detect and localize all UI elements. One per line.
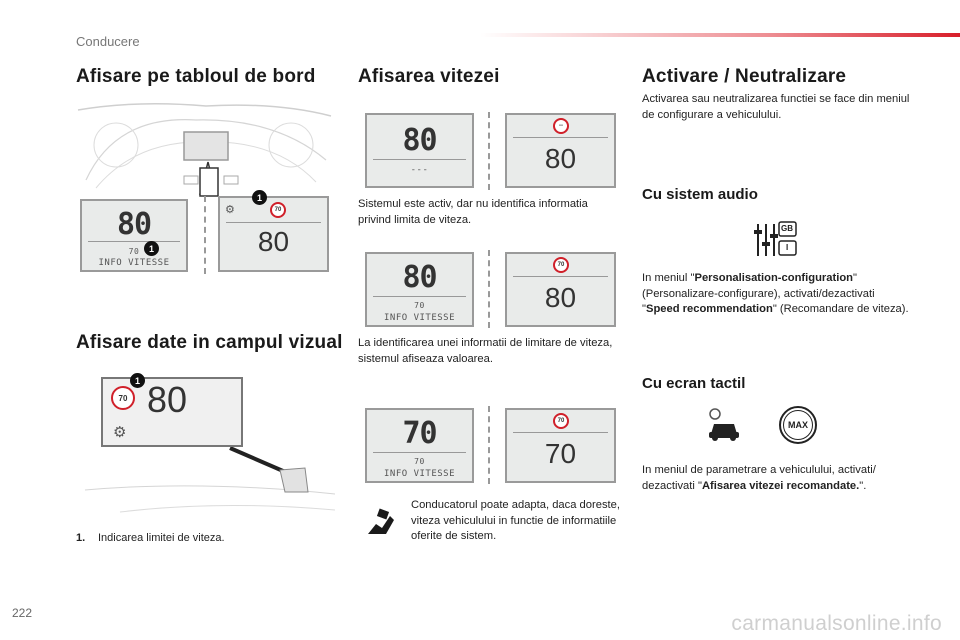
- hud-speed: 80: [147, 379, 188, 420]
- audio-icon-gb-label: GB: [781, 224, 793, 233]
- audio-menu-name: Personalisation-configuration: [694, 272, 853, 284]
- touch-option-name: Afisarea vitezei recomandate.: [701, 479, 860, 492]
- header-accent-bar: [480, 33, 960, 37]
- lcd-divider: [513, 276, 608, 277]
- speedometer-icon: ⚙: [225, 204, 235, 216]
- title-touch-screen: Cu ecran tactil: [642, 375, 746, 392]
- lcd-info-text: INFO VITESSE: [98, 258, 170, 268]
- driver-advice-icon: [364, 508, 400, 545]
- lcd-speed-right: 80: [257, 226, 290, 257]
- legend-text: Indicarea limitei de viteza.: [98, 532, 225, 544]
- audio-post: " (Recomandare de viteza).: [772, 303, 909, 315]
- hud-limit-sign: 70: [111, 386, 135, 410]
- title-hud-display: Afisare date in campul vizual: [76, 332, 343, 353]
- pair3-right-speed: 70: [544, 438, 577, 469]
- text-system-active: Sistemul este activ, dar nu identifica i…: [358, 198, 588, 226]
- text-limit-identified: La identificarea unei informatii de limi…: [358, 337, 613, 365]
- title-speed-display: Afisarea vitezei: [358, 66, 500, 87]
- lcd-limit: 70: [128, 247, 140, 256]
- legend-number: 1.: [76, 532, 86, 544]
- pair2-left-limit: 70: [414, 301, 425, 310]
- lcd-divider: [226, 222, 321, 223]
- pair3-sign: 70: [553, 413, 569, 429]
- pair1-right-lcd: -- 80: [505, 113, 616, 188]
- text-touch-instructions: In meniul de parametrare a vehiculului, …: [642, 463, 910, 494]
- audio-icon-i-label: I: [786, 243, 789, 252]
- page-number: 222: [12, 606, 33, 620]
- section-header: Conducere: [76, 34, 140, 49]
- title-audio-system: Cu sistem audio: [642, 186, 758, 203]
- pair2-left-speed: 80: [402, 260, 437, 295]
- callout-badge: 1: [144, 241, 159, 256]
- pair2-left-info: INFO VITESSE: [383, 313, 456, 323]
- text-audio-instructions: In meniul "Personalisation-configuration…: [642, 271, 910, 318]
- pair2-right-speed: 80: [544, 282, 577, 313]
- lcd-speed: 80: [116, 207, 152, 242]
- watermark: carmanualsonline.info: [731, 612, 942, 635]
- dashboard-outline: [77, 103, 332, 197]
- audio-sliders-svg: [754, 221, 797, 256]
- lcd-divider: [373, 159, 466, 160]
- pair2-left-lcd: 80 70 INFO VITESSE: [365, 252, 474, 327]
- text-driver-adapt: Conducatorul poate adapta, daca doreste,…: [411, 499, 620, 542]
- title-dashboard-display: Afisare pe tabloul de bord: [76, 66, 316, 87]
- dashboard-lcd-panel-right: ⚙ 70 80: [218, 196, 329, 272]
- lcd-divider: [373, 452, 466, 453]
- vertical-divider: [488, 250, 490, 328]
- audio-mid: " (Personalizare-configurare), activati/…: [642, 272, 875, 315]
- hud-outline: [84, 446, 336, 513]
- pair3-right-lcd: 70 70: [505, 408, 616, 483]
- hud-illustration: [80, 372, 340, 522]
- touch-post: ".: [859, 479, 867, 492]
- pair1-left-speed: 80: [402, 123, 437, 158]
- lcd-divider: [513, 432, 608, 433]
- lcd-divider: [513, 137, 608, 138]
- audio-option-name: Speed recommendation: [645, 303, 773, 315]
- pair3-left-info: INFO VITESSE: [383, 469, 456, 479]
- pair1-right-speed: 80: [544, 143, 577, 174]
- pair1-sign: --: [553, 118, 569, 134]
- max-speed-label: MAX: [783, 410, 813, 440]
- callout-badge-right: 1: [252, 190, 267, 205]
- title-activation: Activare / Neutralizare: [642, 66, 847, 87]
- pair3-left-lcd: 70 70 INFO VITESSE: [365, 408, 474, 483]
- pair2-right-lcd: 70 80: [505, 252, 616, 327]
- car-settings-icon: [705, 406, 743, 447]
- text-activation-intro: Activarea sau neutralizarea functiei se …: [642, 93, 910, 121]
- pair3-left-limit: 70: [414, 457, 425, 466]
- lcd-divider: [373, 296, 466, 297]
- vertical-divider: [488, 406, 490, 484]
- dashboard-illustration: [76, 100, 334, 280]
- hud-panel: 70 80 ⚙: [101, 377, 243, 447]
- dashboard-lcd-panel: 80 70 INFO VITESSE: [80, 199, 188, 272]
- vertical-divider: [488, 112, 490, 190]
- touch-pre: In meniul de parametrare a vehiculului, …: [642, 464, 876, 492]
- pair3-left-speed: 70: [402, 416, 437, 451]
- max-speed-icon: MAX: [779, 406, 817, 444]
- pair1-left-lcd: 80 ---: [365, 113, 474, 188]
- vertical-divider: [204, 196, 206, 274]
- audio-settings-icon: GB I: [752, 220, 798, 260]
- audio-pre: In meniul ": [642, 272, 695, 284]
- pair1-dashes: ---: [410, 165, 429, 175]
- pair2-sign: 70: [553, 257, 569, 273]
- speed-limit-sign: 70: [270, 202, 286, 218]
- lcd-divider: [88, 241, 180, 242]
- hud-speedometer-icon: ⚙: [113, 424, 127, 441]
- hud-callout-badge: 1: [130, 373, 145, 388]
